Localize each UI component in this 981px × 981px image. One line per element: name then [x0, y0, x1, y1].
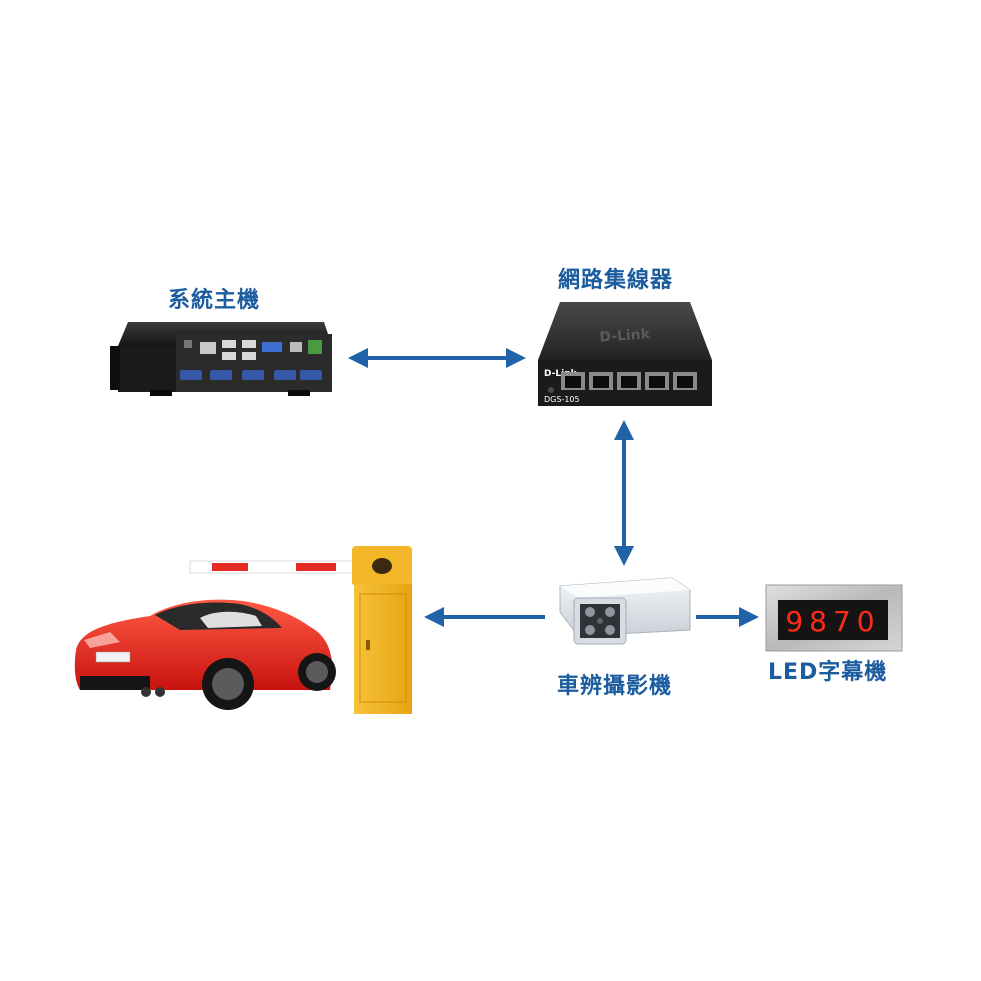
lpr-camera-icon [559, 577, 691, 645]
network-switch-icon: D-Link D-Link DGS-105 [538, 302, 712, 406]
led-display-value: 9870 [785, 605, 880, 638]
switch-ports [561, 372, 697, 390]
mini-pc-icon [110, 322, 332, 396]
switch-label: 網路集線器 [558, 268, 674, 293]
barrier-gate-icon [189, 546, 412, 714]
switch-model-text: DGS-105 [544, 395, 580, 404]
switch-brand-watermark: D-Link [599, 326, 651, 346]
led-label: LED字幕機 [768, 660, 888, 685]
camera-label: 車辨攝影機 [557, 674, 673, 699]
car-icon [74, 599, 336, 710]
led-display-icon: 9870 [765, 584, 903, 652]
switch-brand-text: D-Link [544, 369, 578, 379]
host-label: 系統主機 [168, 288, 261, 313]
